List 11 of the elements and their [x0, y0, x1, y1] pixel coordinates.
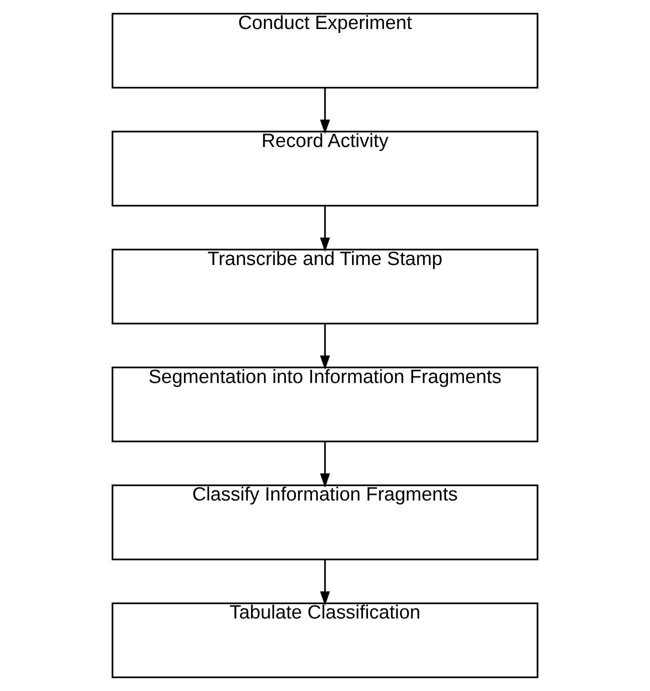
arrow: [320, 324, 330, 370]
node-box: Transcribe and Time Stamp: [112, 248, 538, 324]
node-box: Tabulate Classification: [112, 602, 538, 678]
arrow: [320, 560, 330, 606]
arrow: [320, 442, 330, 488]
arrow: [320, 88, 330, 134]
node-box: Classify Information Fragments: [112, 484, 538, 560]
node-box: Conduct Experiment: [112, 12, 538, 89]
node-box: Record Activity: [112, 130, 538, 206]
node-box: Segmentation into Information Fragments: [112, 366, 538, 442]
arrow: [320, 206, 330, 252]
